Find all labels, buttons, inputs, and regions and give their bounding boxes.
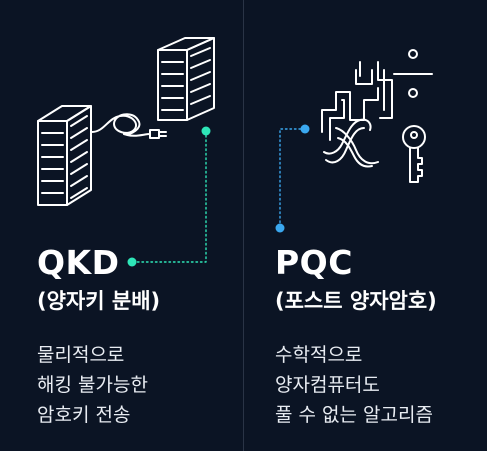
cable-plug-icon (91, 113, 167, 139)
divide-icon (393, 49, 433, 98)
pqc-dot-bottom (275, 223, 285, 233)
server-icon-right (157, 37, 215, 121)
center-divider (243, 0, 244, 451)
qkd-title: QKD (37, 243, 120, 282)
pqc-title: PQC (275, 243, 353, 282)
qkd-dot-bottom (127, 257, 137, 267)
qkd-connector (133, 130, 207, 263)
key-icon (402, 125, 426, 183)
pqc-description: 수학적으로 양자컴퓨터도 풀 수 없는 알고리즘 (275, 340, 433, 430)
qkd-subtitle: (양자키 분배) (37, 289, 161, 313)
qkd-description: 물리적으로 해킹 불가능한 암호키 전송 (37, 340, 148, 430)
math-maze-icon (321, 61, 393, 168)
pqc-desc-line: 양자컴퓨터도 (275, 374, 380, 396)
pqc-desc-line: 풀 수 없는 알고리즘 (275, 404, 433, 426)
pqc-connector (279, 128, 306, 229)
pqc-dot-top (300, 124, 310, 134)
server-icon-left (37, 105, 92, 206)
qkd-desc-line: 물리적으로 (37, 344, 125, 366)
qkd-desc-line: 해킹 불가능한 (37, 374, 148, 396)
pqc-desc-line: 수학적으로 (275, 344, 363, 366)
pqc-subtitle: (포스트 양자암호) (275, 289, 437, 313)
qkd-dot-top (201, 126, 211, 136)
qkd-desc-line: 암호키 전송 (37, 404, 131, 426)
